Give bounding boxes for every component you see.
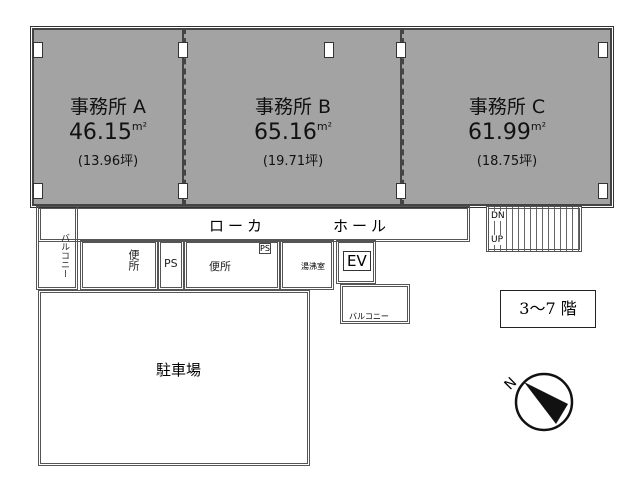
column [598, 183, 608, 199]
office-b: 事務所 B 65.16m² (19.71坪) [184, 28, 402, 206]
column [396, 183, 406, 199]
corridor: ローカ ホール [38, 206, 470, 242]
toilet-left-label: 便所 [127, 249, 140, 271]
office-b-area: 65.16m² [253, 120, 333, 145]
column [324, 42, 334, 58]
office-b-tsubo: (19.71坪) [262, 154, 324, 169]
office-c-name: 事務所 C [468, 96, 546, 118]
stairs-up-label[interactable]: UP [491, 235, 504, 245]
parking-label: 駐車場 [156, 361, 202, 379]
office-a-area: 46.15m² [68, 120, 148, 145]
toilet-center-label: 便所 [209, 260, 231, 273]
office-a-name: 事務所 A [69, 96, 147, 118]
balcony-left: バルコニー [36, 206, 78, 290]
column [33, 183, 43, 199]
floor-label: 3〜7 階 [500, 290, 596, 328]
column [396, 42, 406, 58]
balcony-bottom: バルコニー [340, 284, 410, 324]
parking: 駐車場 [38, 290, 310, 466]
balcony-left-label: バルコニー [59, 233, 69, 278]
office-c: 事務所 C 61.99m² (18.75坪) [402, 28, 612, 206]
ev-label: EV [343, 251, 371, 271]
pipe-shaft-1: PS [158, 240, 184, 290]
office-c-area: 61.99m² [467, 120, 547, 145]
office-b-name: 事務所 B [254, 96, 332, 118]
balcony-bottom-label: バルコニー [349, 312, 389, 321]
kitchen-label: 湯沸室 [301, 262, 325, 271]
toilet-left: 便所 [80, 240, 158, 290]
stairs: DN UP [486, 206, 582, 252]
column [178, 183, 188, 199]
corridor-label-right: ホール [333, 217, 391, 235]
ps-2-label: PS [259, 243, 271, 254]
elevator: EV [336, 240, 376, 284]
office-a: 事務所 A 46.15m² (13.96坪) [32, 28, 184, 206]
office-c-tsubo: (18.75坪) [476, 154, 538, 169]
ps-1-label: PS [164, 257, 178, 270]
corridor-label-left: ローカ [209, 217, 267, 235]
column [33, 42, 43, 58]
column [598, 42, 608, 58]
toilet-center: 便所 PS [184, 240, 280, 290]
stairs-down-label[interactable]: DN [491, 211, 505, 221]
office-a-tsubo: (13.96坪) [77, 154, 139, 169]
column [178, 42, 188, 58]
compass-icon: N [502, 372, 574, 432]
kitchen: 湯沸室 [280, 240, 334, 290]
